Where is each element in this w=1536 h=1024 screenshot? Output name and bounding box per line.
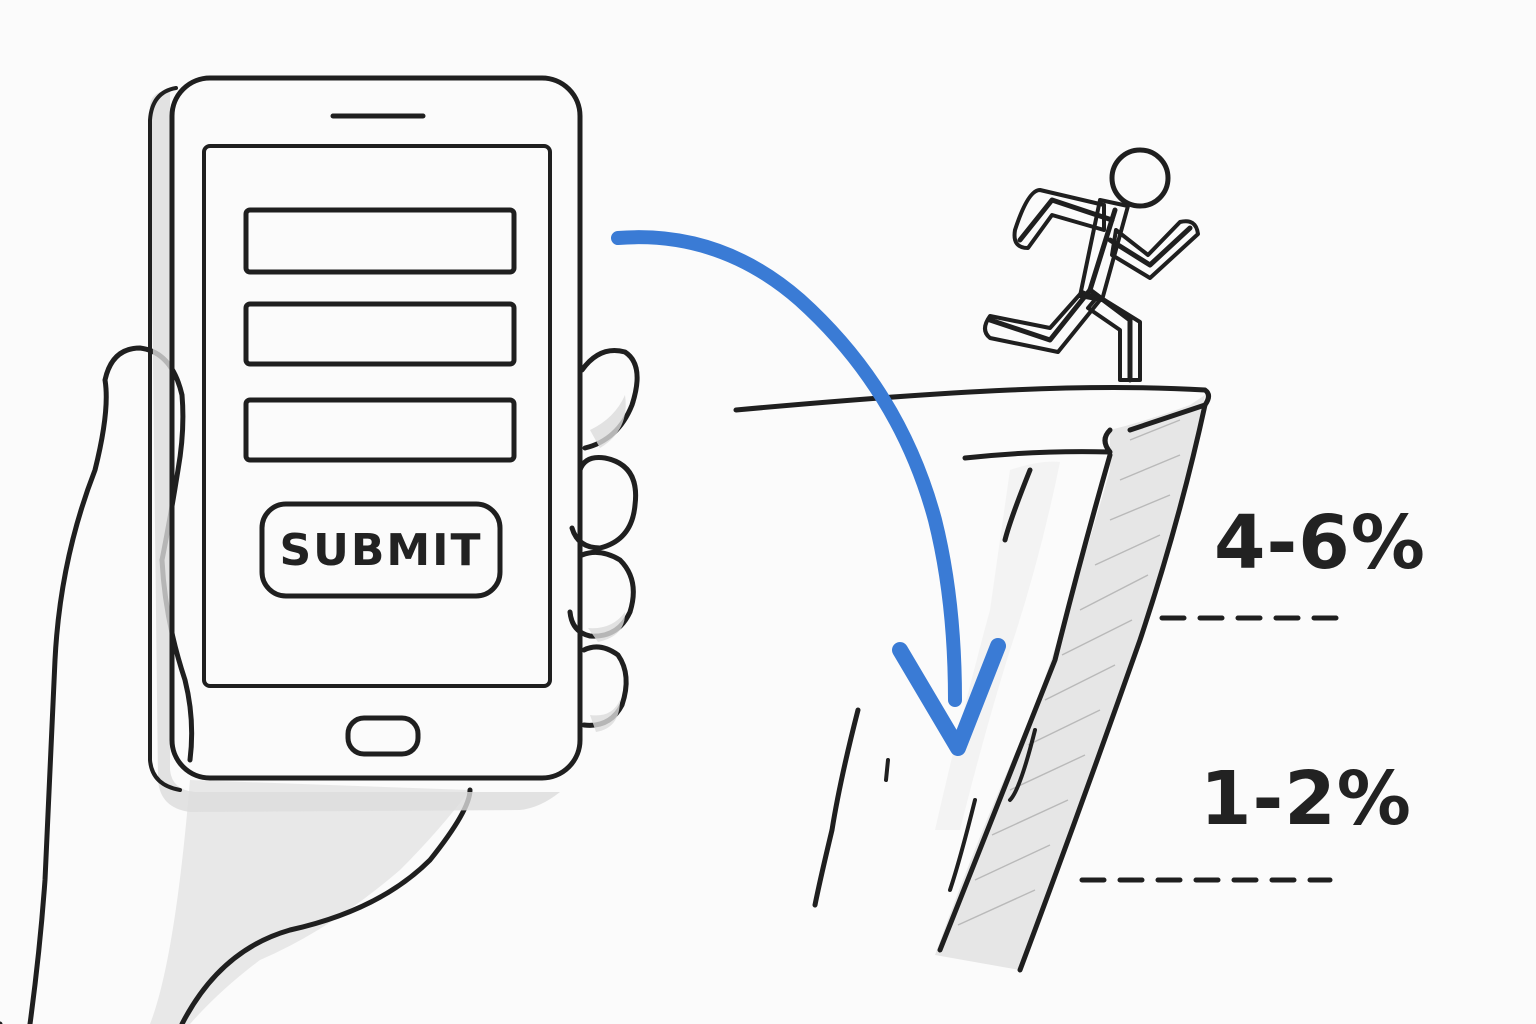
form-field-1[interactable]	[243, 207, 517, 275]
low-rate-label: 1-2%	[1200, 756, 1412, 842]
cliff	[733, 385, 1211, 973]
submit-button-outline[interactable]	[259, 501, 503, 599]
smartphone	[148, 75, 583, 812]
cliff-hatching	[957, 419, 1181, 926]
high-rate-label: 4-6%	[1214, 500, 1426, 586]
form-field-3[interactable]	[243, 397, 517, 463]
running-person-icon	[983, 147, 1200, 383]
benchmark-lines	[1079, 615, 1355, 883]
submit-button-label[interactable]: SUBMIT	[279, 524, 483, 576]
home-button	[345, 715, 421, 757]
phone-screen	[202, 144, 552, 688]
signup-form	[243, 207, 517, 599]
form-field-2[interactable]	[243, 301, 517, 367]
dropoff-arrow	[611, 230, 1006, 756]
hand-illustration	[0, 345, 640, 1024]
arrow-head	[892, 638, 1006, 756]
